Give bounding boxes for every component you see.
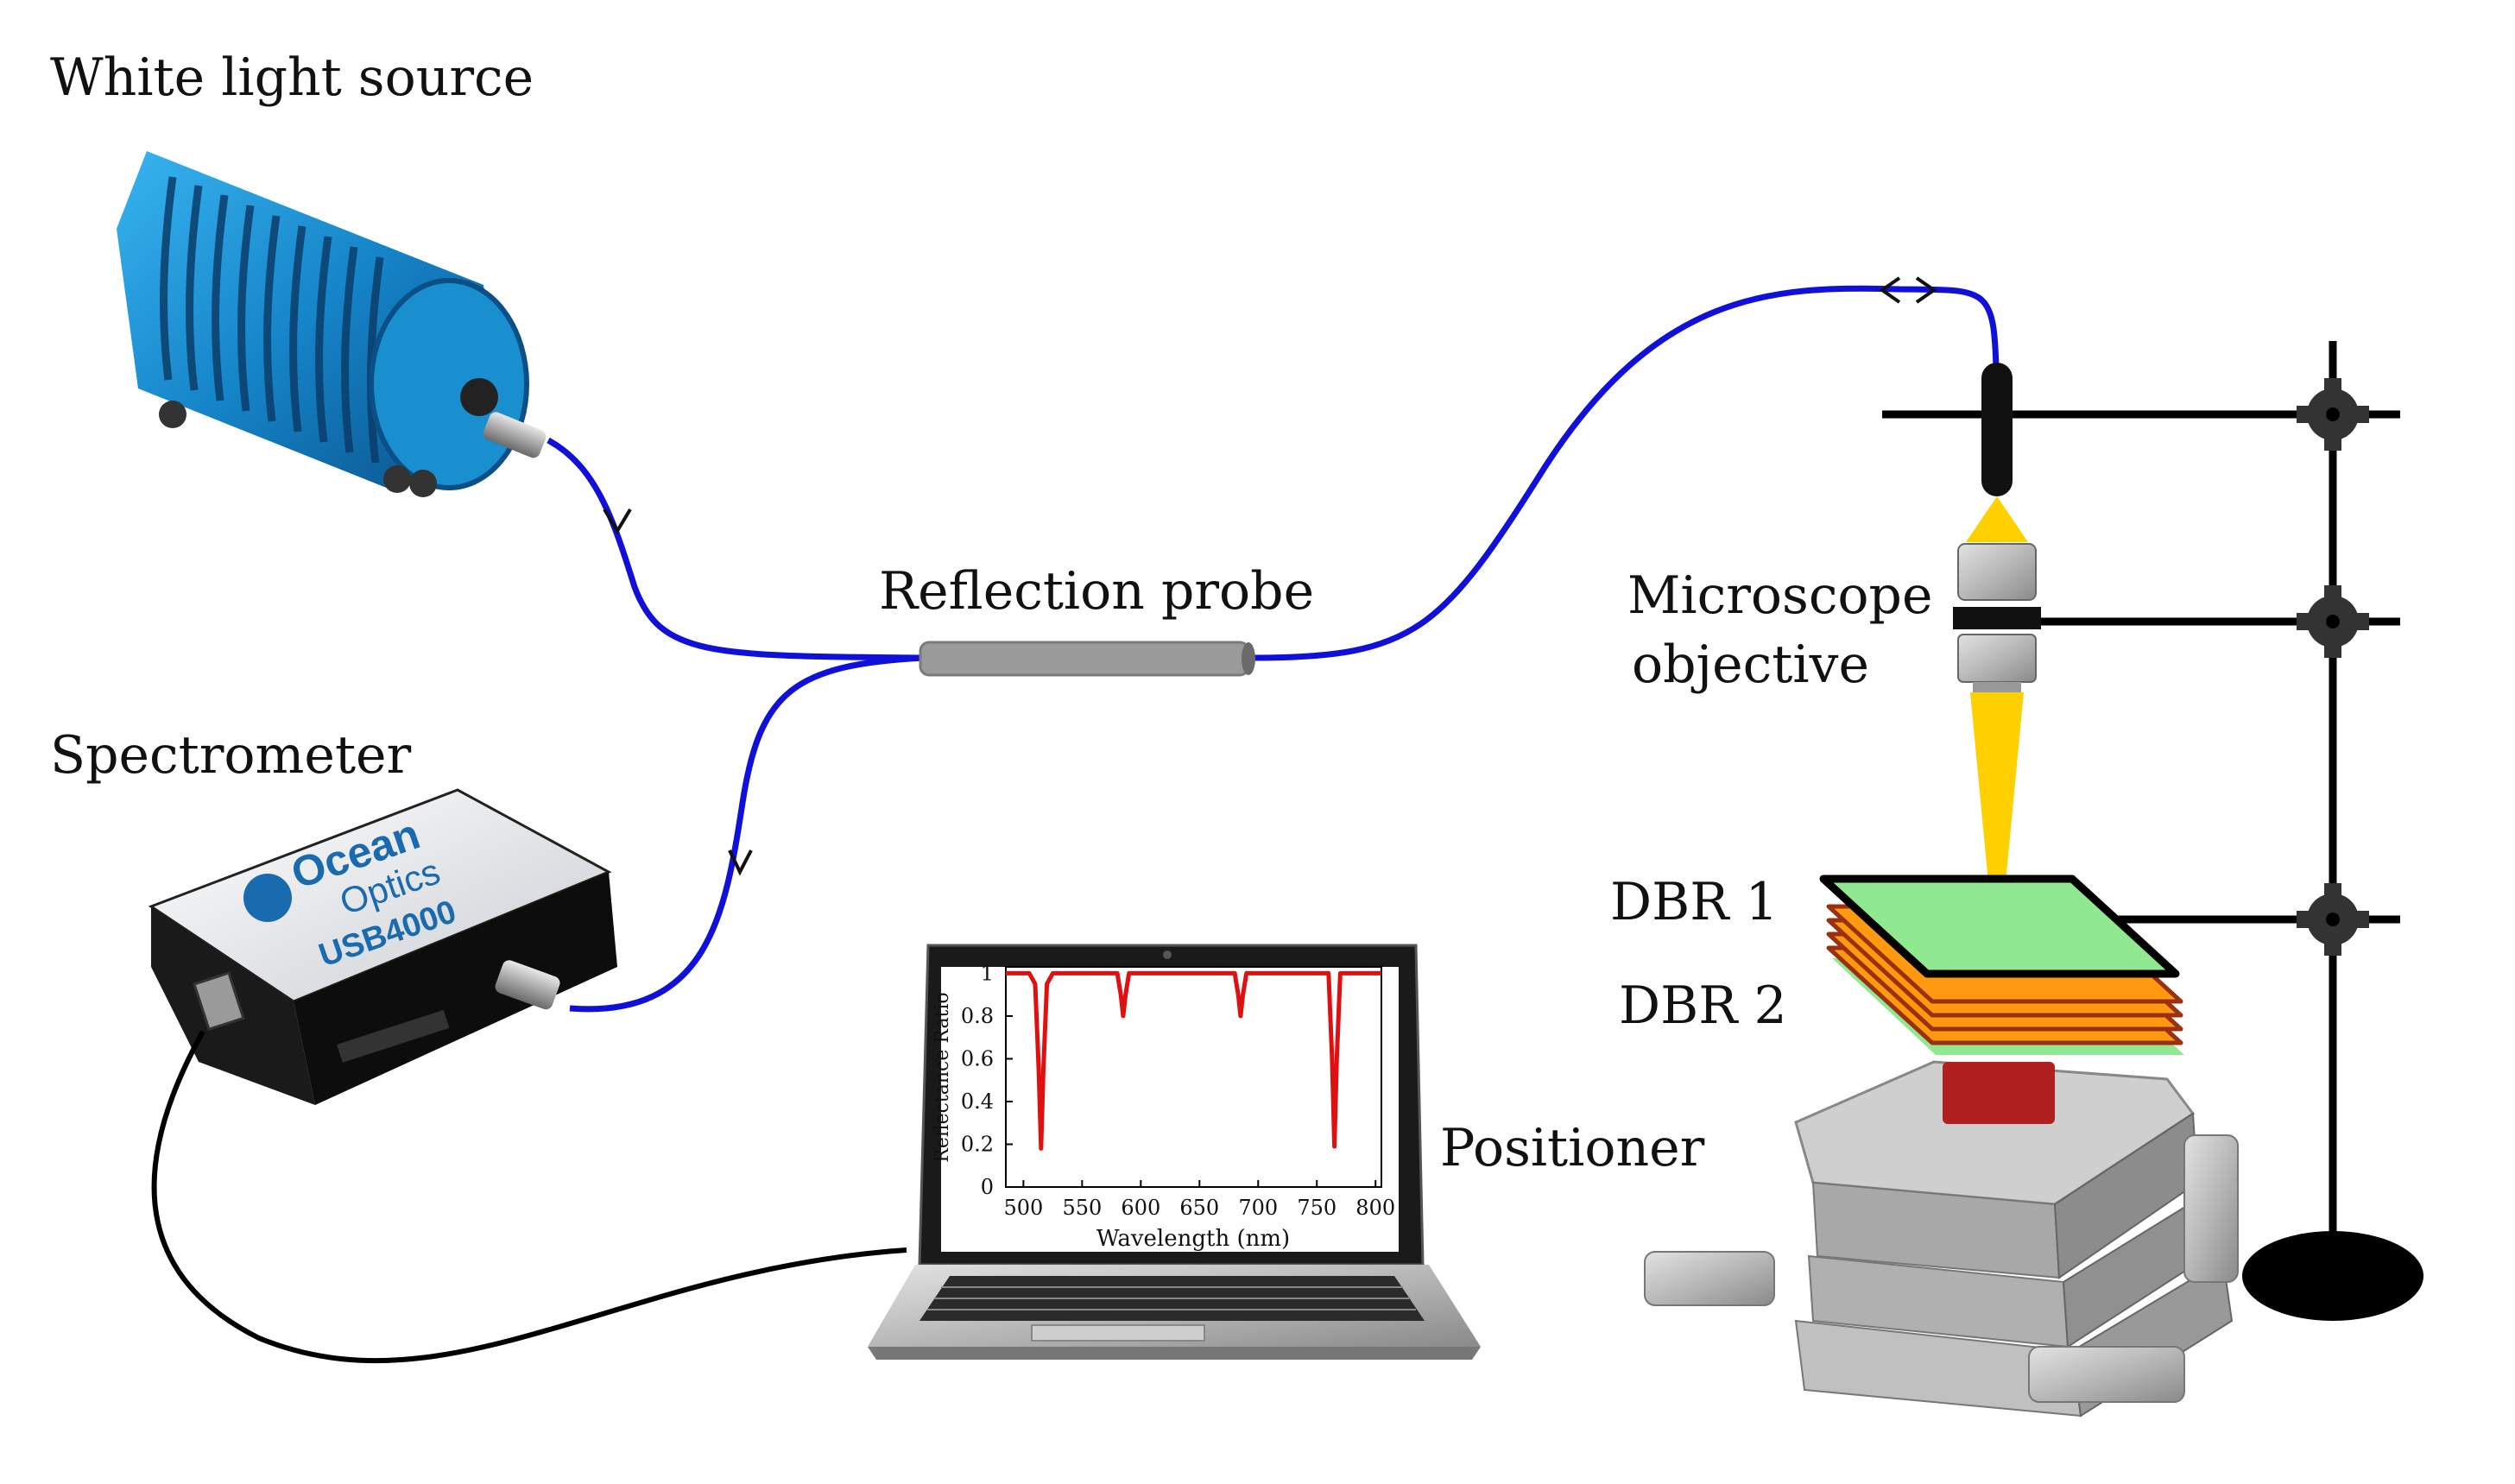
y-tick-label: 0.8 xyxy=(961,1004,994,1028)
fiber-direction-arrows xyxy=(603,276,1937,876)
y-tick-label: 0.4 xyxy=(961,1089,994,1114)
spectrometer-device: Ocean Optics USB4000 xyxy=(148,788,617,1105)
dbr1-top-layer xyxy=(1819,875,2180,978)
microscope-label-line1: Microscope xyxy=(1627,565,1932,626)
microscope-label-line2: objective xyxy=(1632,635,1869,695)
x-tick-label: 650 xyxy=(1179,1196,1219,1220)
sample-holder xyxy=(1943,1062,2055,1124)
reflectance-series-line xyxy=(1006,970,1381,1151)
stand-clamps xyxy=(2297,378,2369,956)
x-tick-label: 500 xyxy=(1003,1196,1043,1220)
x-tick-label: 700 xyxy=(1238,1196,1278,1220)
x-tick-label: 550 xyxy=(1062,1196,1102,1220)
x-tick-label: 800 xyxy=(1355,1196,1395,1220)
fiber-probe-to-microscope xyxy=(1251,285,2000,661)
spectrometer-usb-port xyxy=(193,971,245,1032)
usb-cable xyxy=(151,1030,907,1364)
micrometer-knob-right xyxy=(2183,1134,2239,1283)
dbr2-label: DBR 2 xyxy=(1619,976,1787,1036)
fiber-probe-to-spectrometer xyxy=(569,654,925,1013)
chart-ylabel: Reflectance Ratio xyxy=(932,992,953,1162)
dbr-stack xyxy=(1819,875,2184,1055)
light-cone-lower xyxy=(1970,692,2024,928)
light-cone-upper xyxy=(1966,496,2028,542)
stand-base xyxy=(2242,1231,2423,1321)
white-light-source xyxy=(117,151,547,497)
laptop-touchpad xyxy=(1031,1324,1205,1342)
fiber-collimator xyxy=(1981,363,2013,496)
optical-fibers xyxy=(547,285,2000,1013)
chart-xlabel: Wavelength (nm) xyxy=(1096,1226,1290,1252)
spectrometer-label: Spectrometer xyxy=(50,725,412,786)
y-tick-label: 1 xyxy=(981,961,994,985)
white-light-source-label: White light source xyxy=(50,47,534,108)
microscope-objective xyxy=(1953,543,2041,692)
x-tick-label: 600 xyxy=(1121,1196,1160,1220)
source-connector xyxy=(483,412,547,458)
reflection-probe xyxy=(919,641,1255,677)
micrometer-knob-front xyxy=(2028,1346,2185,1403)
dbr1-label: DBR 1 xyxy=(1610,872,1779,932)
xyz-positioner xyxy=(1644,1060,2239,1418)
y-tick-label: 0.2 xyxy=(961,1132,994,1156)
reflection-probe-label: Reflection probe xyxy=(879,561,1314,622)
y-tick-label: 0 xyxy=(981,1175,994,1199)
y-tick-label: 0.6 xyxy=(961,1046,994,1070)
fiber-source-to-probe xyxy=(547,437,925,661)
micrometer-knob-left xyxy=(1644,1251,1775,1306)
positioner-label: Positioner xyxy=(1440,1118,1705,1178)
spectrometer-fiber-port xyxy=(495,960,560,1010)
reflectance-chart: 500 550 600 650 700 750 800 0 0.2 0.4 0.6 0.8 1 Wave… xyxy=(932,961,1395,1252)
chart-plot-area xyxy=(1005,966,1382,1188)
x-tick-label: 750 xyxy=(1297,1196,1336,1220)
